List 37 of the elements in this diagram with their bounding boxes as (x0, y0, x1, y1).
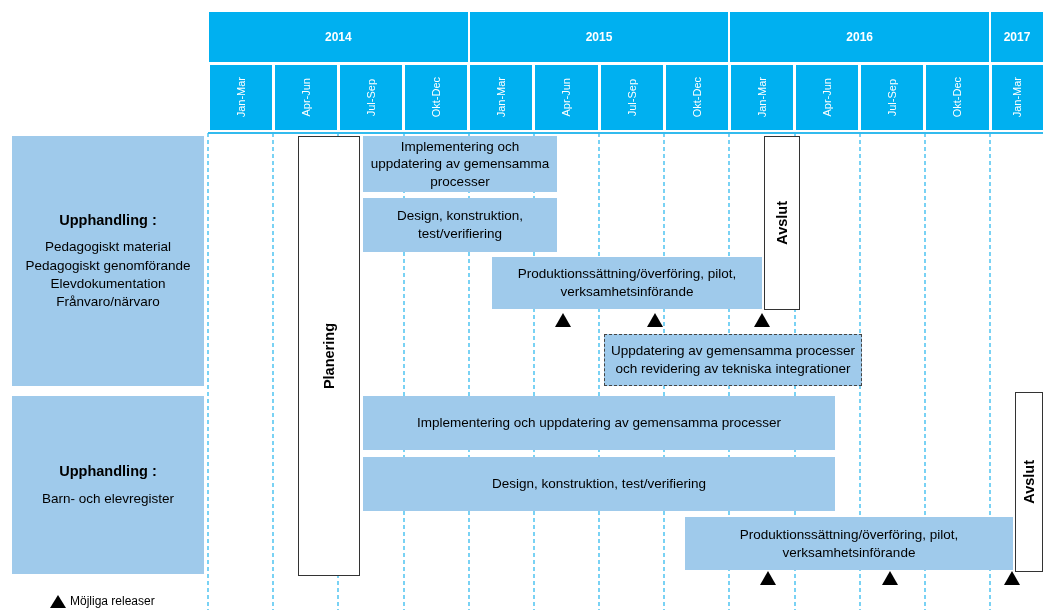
phase-box: Avslut (1015, 392, 1043, 572)
task-bar: Implementering och uppdatering av gemensamma processer (363, 136, 557, 192)
quarter-header: Jan-Mar (470, 65, 533, 130)
quarter-header: Okt-Dec (405, 65, 468, 130)
year-header: 2016 (730, 12, 990, 62)
quarter-header: Apr-Jun (535, 65, 598, 130)
quarter-header: Apr-Jun (274, 65, 337, 130)
phase-box: Avslut (764, 136, 800, 310)
year-header: 2014 (209, 12, 468, 62)
quarter-header: Okt-Dec (926, 65, 989, 130)
quarter-header: Jul-Sep (339, 65, 402, 130)
quarter-header: Apr-Jun (796, 65, 859, 130)
year-header: 2017 (991, 12, 1043, 62)
row-item: Elevdokumentation (50, 274, 166, 293)
row-item: Frånvaro/närvaro (56, 293, 160, 311)
task-bar: Produktionssättning/överföring, pilot, verksamhetsinförande (492, 257, 762, 309)
task-bar: Design, konstruktion, test/verifiering (363, 457, 835, 511)
task-bar: Uppdatering av gemensamma processer och revidering av tekniska integrationer (604, 334, 862, 386)
legend-text: Möjliga releaser (70, 594, 155, 608)
task-bar: Produktionssättning/överföring, pilot, verksamhetsinförande (685, 517, 1013, 570)
row-item: Pedagogiskt material (44, 238, 172, 257)
row-header-panel (12, 136, 204, 386)
quarter-header: Jul-Sep (600, 65, 663, 130)
quarter-header: Okt-Dec (665, 65, 728, 130)
year-header: 2015 (469, 12, 729, 62)
quarter-header: Jul-Sep (861, 65, 924, 130)
task-bar: Implementering och uppdatering av gemensamma processer (363, 396, 835, 450)
row-item: Barn- och elevregister (41, 489, 175, 508)
row-heading: Upphandling : (59, 462, 157, 482)
row-header-panel (12, 396, 204, 574)
phase-box: Planering (298, 136, 360, 576)
row-item: Pedagogiskt genomförande (25, 256, 191, 275)
quarter-header: Jan-Mar (730, 65, 793, 130)
quarter-header: Jan-Mar (209, 65, 272, 130)
task-bar: Design, konstruktion, test/verifiering (363, 198, 557, 252)
quarter-header: Jan-Mar (991, 65, 1043, 130)
row-heading: Upphandling : (59, 210, 157, 230)
